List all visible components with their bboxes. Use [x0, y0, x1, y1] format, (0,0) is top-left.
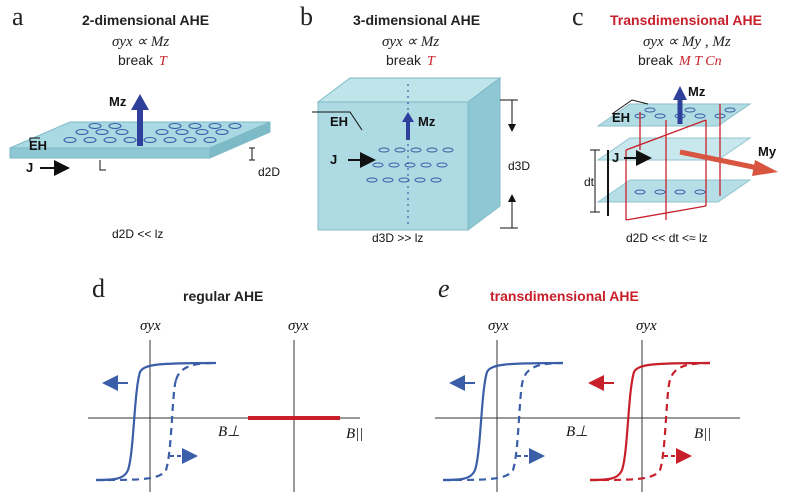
- plot-e-left-xlabel: B⊥: [566, 424, 588, 440]
- plot-d-left: [88, 340, 240, 492]
- plot-e-right: [580, 340, 740, 492]
- break-word-a: break: [118, 52, 154, 68]
- condition-b: d3D >> lz: [372, 231, 423, 245]
- break-word-b: break: [386, 52, 422, 68]
- break-symbols-c: M T Cn: [679, 54, 722, 69]
- condition-c: d2D << dt <≈ lz: [626, 231, 708, 245]
- plot-e-left-ylabel: σyx: [488, 318, 509, 334]
- panel-letter-b: b: [300, 2, 313, 31]
- label-a-thickness: d2D: [258, 165, 280, 179]
- relation-c: σyx ∝ My , Mz: [643, 34, 731, 50]
- label-a-eh: EH: [29, 138, 47, 153]
- label-a-mz: Mz: [109, 94, 127, 109]
- panel-letter-e: e: [438, 274, 450, 303]
- label-b-j: J: [330, 152, 337, 167]
- condition-a: d2D << lz: [112, 227, 163, 241]
- break-symbols-b: T: [427, 54, 435, 69]
- break-a: break T: [118, 52, 167, 70]
- label-c-eh: EH: [612, 110, 630, 125]
- cube-3d: [312, 77, 518, 231]
- break-c: break M T Cn: [638, 52, 722, 70]
- plot-d-left-ylabel: σyx: [140, 318, 161, 334]
- label-c-mz: Mz: [688, 84, 706, 99]
- label-a-j: J: [26, 160, 33, 175]
- label-c-my: My: [758, 144, 777, 159]
- plot-d-right: [232, 340, 360, 492]
- break-b: break T: [386, 52, 435, 70]
- plot-d-right-ylabel: σyx: [288, 318, 309, 334]
- relation-b: σyx ∝ Mz: [382, 34, 440, 50]
- slab-2d: [9, 94, 271, 176]
- break-word-c: break: [638, 52, 674, 68]
- label-c-j: J: [612, 150, 619, 165]
- label-b-thickness: d3D: [508, 159, 530, 173]
- plot-e-right-xlabel: B||: [694, 426, 711, 442]
- title-transdimensional-ahe-e: transdimensional AHE: [490, 288, 639, 304]
- plot-d-left-xlabel: B⊥: [218, 424, 240, 440]
- break-symbols-a: T: [159, 54, 167, 69]
- plot-e-left: [435, 340, 590, 492]
- title-regular-ahe: regular AHE: [183, 288, 264, 304]
- title-transdimensional-ahe: Transdimensional AHE: [610, 12, 762, 28]
- plot-e-right-ylabel: σyx: [636, 318, 657, 334]
- label-b-eh: EH: [330, 114, 348, 129]
- plot-d-right-xlabel: B||: [346, 426, 363, 442]
- panel-letter-d: d: [92, 274, 105, 303]
- panel-letter-c: c: [572, 2, 584, 31]
- relation-a: σyx ∝ Mz: [112, 34, 170, 50]
- title-2d-ahe: 2-dimensional AHE: [82, 12, 210, 28]
- label-c-thickness: dt: [584, 175, 595, 189]
- label-b-mz: Mz: [418, 114, 436, 129]
- stack-transdimensional: [590, 86, 778, 221]
- title-3d-ahe: 3-dimensional AHE: [353, 12, 481, 28]
- panel-letter-a: a: [12, 2, 24, 31]
